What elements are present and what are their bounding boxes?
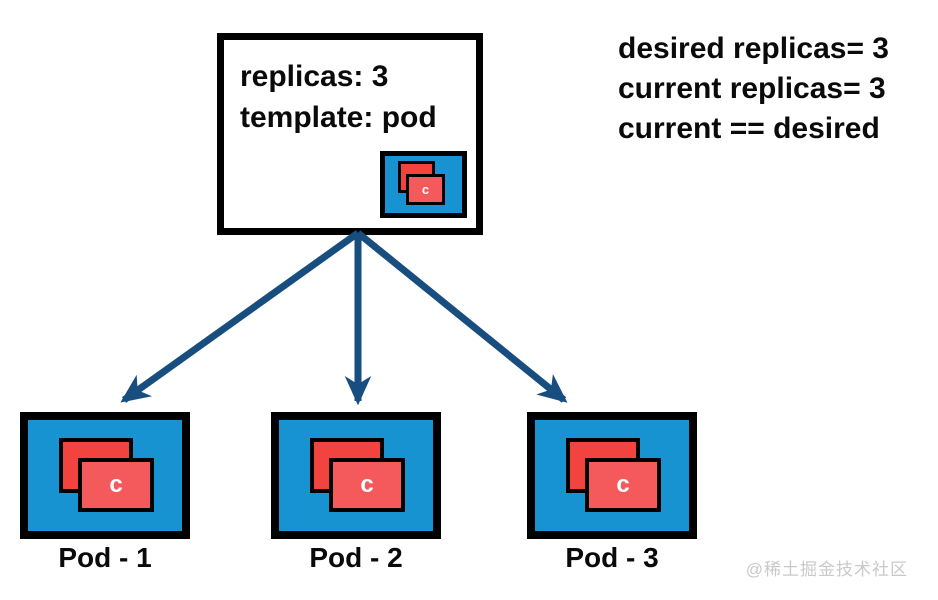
pod-3-label: Pod - 3 (565, 542, 659, 573)
pod-1-box: c (20, 412, 190, 539)
container-letter: c (360, 471, 374, 498)
pod-2-box: c (271, 412, 441, 539)
desired-replicas-line: desired replicas= 3 (618, 32, 889, 65)
container-icon-front: c (329, 458, 405, 512)
replicaset-spec-text: replicas: 3 template: pod (240, 56, 437, 138)
arrow-to-pod-3 (355, 230, 568, 403)
container-icon-front: c (585, 458, 661, 512)
pod-2-label: Pod - 2 (309, 542, 403, 573)
container-icon-front: c (78, 458, 154, 512)
current-equals-desired-line: current == desired (618, 112, 880, 145)
pod-1-label: Pod - 1 (58, 542, 152, 573)
status-text: desired replicas= 3 current replicas= 3 … (618, 29, 889, 149)
template-line: template: pod (240, 101, 437, 134)
container-letter: c (109, 471, 123, 498)
container-letter: c (421, 182, 430, 197)
container-icon-front: c (406, 174, 445, 205)
current-replicas-line: current replicas= 3 (618, 72, 886, 105)
replicas-line: replicas: 3 (240, 60, 389, 93)
container-letter: c (616, 471, 630, 498)
pod-3-box: c (527, 412, 697, 539)
watermark-text: @稀土掘金技术社区 (745, 560, 908, 579)
arrow-to-pod-1 (120, 230, 361, 403)
replicaset-box: replicas: 3 template: pod c (217, 33, 483, 235)
pod-template-icon: c (380, 151, 467, 218)
